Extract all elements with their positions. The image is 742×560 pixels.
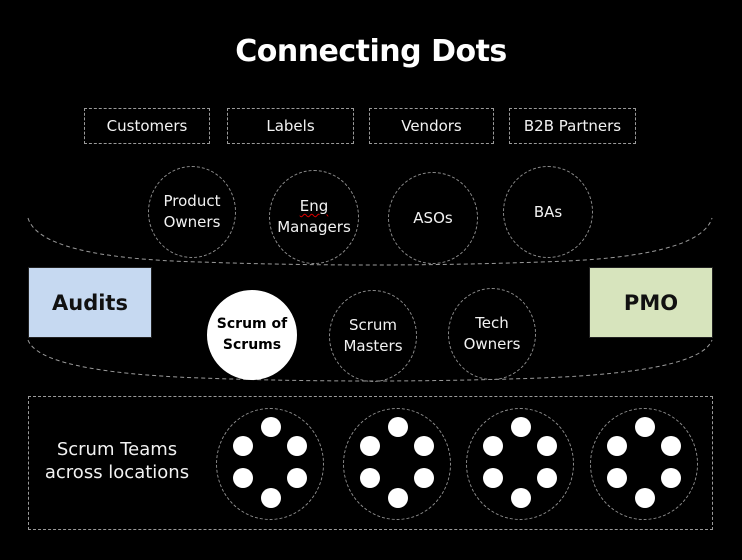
- team-member-dot: [414, 468, 434, 488]
- audits-box: Audits: [28, 267, 152, 338]
- scrum-team: [216, 408, 324, 520]
- team-member-dot: [537, 468, 557, 488]
- role-bas: BAs: [503, 166, 593, 258]
- team-member-dot: [261, 488, 281, 508]
- team-member-dot: [261, 417, 281, 437]
- role-label: Product: [163, 192, 221, 210]
- stakeholder-vendors: Vendors: [369, 108, 494, 144]
- role-label: Scrums: [222, 337, 282, 353]
- team-member-dot: [233, 436, 253, 456]
- team-member-dot: [388, 417, 408, 437]
- team-member-dot: [287, 468, 307, 488]
- role-label: Scrum of: [216, 316, 288, 332]
- team-member-dot: [607, 468, 627, 488]
- team-member-dot: [635, 417, 655, 437]
- team-member-dot: [661, 436, 681, 456]
- teams-label-line: Scrum Teams: [56, 439, 178, 460]
- team-member-dot: [287, 436, 307, 456]
- team-member-dot: [388, 488, 408, 508]
- role-label: Owners: [163, 213, 221, 231]
- stakeholder-b2b-partners: B2B Partners: [509, 108, 636, 144]
- role-label: Owners: [463, 335, 521, 353]
- team-member-dot: [483, 468, 503, 488]
- team-member-dot: [537, 436, 557, 456]
- role-label: Managers: [277, 218, 351, 236]
- diagram-title: Connecting Dots: [235, 34, 507, 69]
- role-label: ASOs: [413, 208, 453, 227]
- role-scrum-of-scrums: Scrum of Scrums: [207, 290, 297, 380]
- role-label: Eng: [299, 197, 329, 215]
- teams-label-line: across locations: [44, 462, 190, 483]
- scrum-team: [590, 408, 698, 520]
- scrum-teams-label: Scrum Teams across locations: [32, 438, 202, 484]
- scrum-teams-container: [28, 396, 713, 530]
- upper-tier-arc: [27, 217, 713, 266]
- scrum-team: [343, 408, 451, 520]
- team-member-dot: [635, 488, 655, 508]
- role-asos: ASOs: [388, 172, 478, 264]
- team-member-dot: [511, 417, 531, 437]
- role-label: Tech: [475, 314, 509, 332]
- team-member-dot: [233, 468, 253, 488]
- pmo-box: PMO: [589, 267, 713, 338]
- role-label: BAs: [533, 202, 563, 221]
- scrum-team: [466, 408, 574, 520]
- team-member-dot: [483, 436, 503, 456]
- stakeholder-customers: Customers: [84, 108, 210, 144]
- team-member-dot: [360, 436, 380, 456]
- role-label: Masters: [343, 337, 403, 355]
- team-member-dot: [511, 488, 531, 508]
- stakeholder-labels: Labels: [227, 108, 354, 144]
- team-member-dot: [661, 468, 681, 488]
- team-member-dot: [607, 436, 627, 456]
- role-label: Scrum: [348, 316, 398, 334]
- team-member-dot: [414, 436, 434, 456]
- team-member-dot: [360, 468, 380, 488]
